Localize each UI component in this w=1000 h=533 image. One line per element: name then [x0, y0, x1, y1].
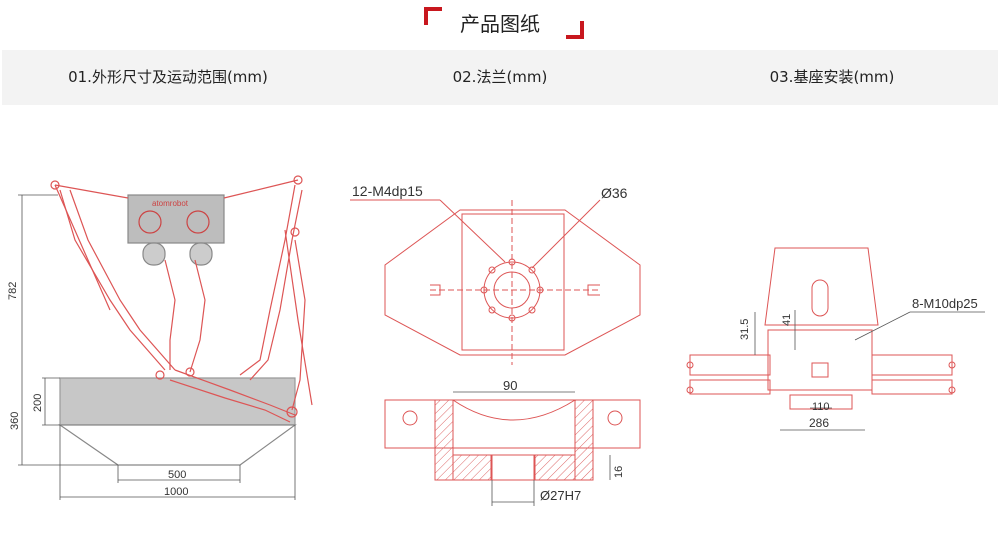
tab-bar: 01.外形尺寸及运动范围(mm) 02.法兰(mm) 03.基座安装(mm) [2, 50, 998, 105]
robot-dimension-lines [18, 194, 296, 500]
tab-flange[interactable]: 02.法兰(mm) [452, 68, 548, 86]
base-dim-31-5: 31.5 [739, 319, 751, 340]
flange-dia-callout: Ø36 [601, 185, 628, 201]
flange-dim-90: 90 [503, 378, 517, 393]
flange-dim-16: 16 [613, 466, 625, 478]
section-title: 产品图纸 [460, 12, 540, 36]
dim-782: 782 [7, 282, 19, 300]
base-mount-dimension-lines [754, 310, 985, 431]
flange-dim-bore: Ø27H7 [540, 488, 581, 503]
tab-dimensions[interactable]: 01.外形尺寸及运动范围(mm) [68, 68, 268, 86]
base-dim-110: 110 [812, 401, 830, 413]
flange-dimension-lines [453, 391, 611, 506]
robot-brand-text: atomrobot [152, 199, 189, 208]
dim-200: 200 [32, 394, 44, 412]
robot-outline-drawing [50, 175, 313, 466]
base-mount-callout: 8-M10dp25 [912, 296, 978, 311]
dim-360: 360 [9, 412, 21, 430]
bracket-right-decoration [566, 21, 584, 39]
flange-hole-callout: 12-M4dp15 [352, 183, 423, 199]
bracket-left-decoration [424, 7, 442, 25]
dim-1000: 1000 [164, 486, 188, 498]
tab-base-mount[interactable]: 03.基座安装(mm) [769, 68, 895, 86]
base-dim-41: 41 [781, 314, 793, 326]
flange-section-view [384, 399, 641, 481]
base-dim-286: 286 [809, 416, 829, 430]
flange-top-view [350, 199, 641, 365]
dim-500: 500 [168, 469, 186, 481]
section-header: 产品图纸 [0, 0, 1000, 46]
base-mount-drawing [686, 247, 956, 410]
